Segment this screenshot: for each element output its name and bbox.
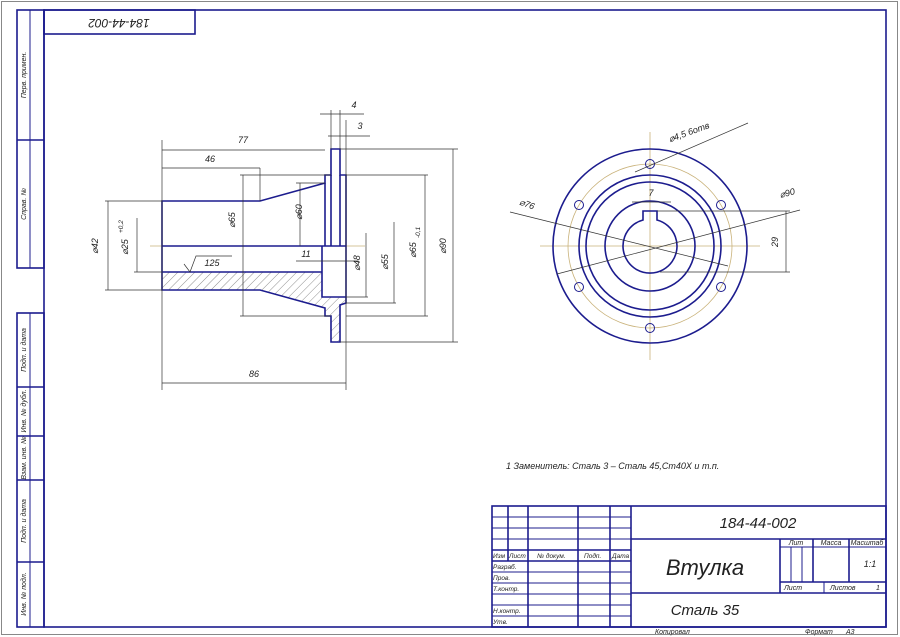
format-label: Формат (805, 629, 833, 636)
bolt-holes (574, 159, 726, 333)
side-label: Инв. № подл. (20, 572, 28, 615)
role-label: Пров. (493, 575, 510, 582)
dim-phi65b-value: ⌀65 (408, 241, 418, 257)
header-izm: Изм (493, 553, 506, 560)
dim-86: 86 (249, 369, 259, 379)
header-sign: Подп. (584, 552, 601, 560)
mass-label: Масса (821, 540, 842, 547)
left-strip: Перв. примен. Справ. № Подп. и дата Инв.… (16, 9, 45, 628)
dim-phi76: ⌀76 (518, 197, 536, 212)
side-label: Подп. и дата (20, 499, 28, 543)
stamp-designation: 184-44-002 (88, 16, 150, 30)
designation: 184-44-002 (720, 515, 797, 532)
header-doc: № докум. (537, 552, 566, 560)
scale-label: Масштаб (851, 539, 885, 547)
dimension-lines (105, 110, 458, 390)
front-view: ⌀4,5 6отв ⌀90 ⌀76 7 29 (509, 120, 801, 360)
dim-11: 11 (301, 249, 310, 259)
dim-phi25-value: ⌀25 (120, 238, 130, 254)
front-dimension-lines (509, 122, 801, 275)
role-label: Утв. (492, 619, 508, 626)
role-label: Т.контр. (493, 586, 519, 593)
lit-label: Лит (788, 540, 804, 547)
technical-note: 1 Заменитель: Сталь 3 – Сталь 45,Ст40Х и… (506, 461, 719, 471)
dim-phi65: ⌀65 (227, 211, 237, 227)
dim-phi60: ⌀60 (294, 204, 304, 219)
flange-outer (552, 148, 748, 344)
dim-29: 29 (770, 237, 780, 248)
dim-phi25: ⌀25 +0,2 (118, 220, 130, 255)
dim-phi55: ⌀55 (380, 253, 390, 269)
dim-4: 4 (351, 100, 356, 110)
dim-holes: ⌀4,5 6отв (667, 120, 711, 144)
side-label: Перв. примен. (21, 52, 28, 99)
dim-phi65b: ⌀65 -0,1 (408, 226, 422, 257)
dim-phi90: ⌀90 (438, 238, 448, 253)
dim-phi48: ⌀48 (352, 255, 362, 270)
bore-keyway (622, 210, 678, 274)
title-block: 184-44-002 Втулка Сталь 35 Изм Лист № до… (491, 505, 887, 636)
format-value: А3 (845, 629, 855, 636)
side-label: Справ. № (21, 188, 28, 220)
dim-77: 77 (238, 135, 249, 145)
header-list: Лист (508, 553, 526, 560)
sheet-label: Лист (783, 585, 802, 592)
top-stamp: 184-44-002 (43, 9, 196, 35)
dim-phi42: ⌀42 (90, 238, 100, 253)
header-date: Дата (611, 553, 630, 560)
sheets-label: Листов (829, 585, 856, 592)
dim-front-phi90: ⌀90 (778, 186, 795, 200)
roughness-value: 125 (204, 258, 220, 268)
role-label: Разраб. (493, 563, 517, 571)
part-name: Втулка (666, 555, 744, 580)
drawing-frame (43, 9, 887, 628)
dim-phi25-tolerance: +0,2 (118, 220, 125, 233)
role-label: Н.контр. (493, 608, 521, 615)
side-view: 77 46 4 3 ⌀42 ⌀25 +0,2 ⌀65 ⌀60 11 ⌀48 ⌀5… (90, 100, 458, 390)
sheets-value: 1 (876, 585, 880, 592)
material: Сталь 35 (671, 602, 740, 619)
side-label: Инв. № дубл. (20, 389, 28, 432)
scale-value: 1:1 (864, 559, 877, 569)
dim-key: 7 (648, 188, 654, 198)
dim-46: 46 (205, 154, 215, 164)
dim-phi65b-tolerance: -0,1 (415, 226, 422, 238)
copied-label: Копировал (655, 629, 690, 636)
side-label: Взам. инв. № (21, 436, 28, 480)
dim-3: 3 (357, 121, 362, 131)
side-label: Подп. и дата (20, 328, 28, 372)
